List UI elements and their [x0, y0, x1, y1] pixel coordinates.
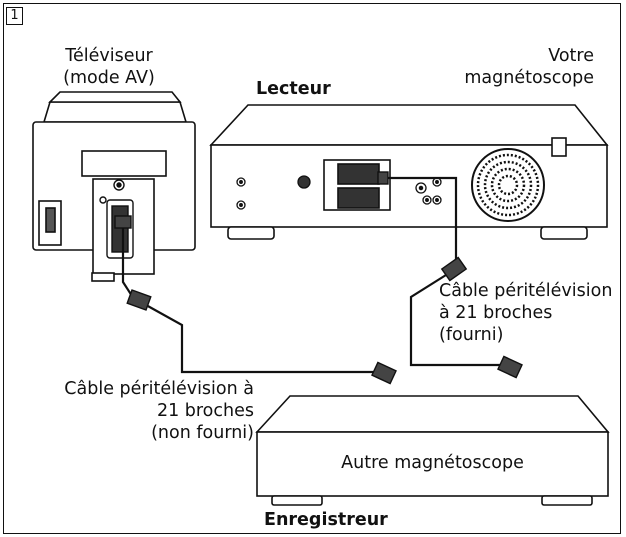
cable-left-line1: Câble péritélévision à: [64, 379, 254, 399]
vcr-label: Votre magnétoscope: [428, 45, 594, 89]
scart-plugs: [114, 171, 523, 385]
step-number-badge: 1: [6, 7, 23, 25]
player-vcr: [209, 104, 609, 240]
other-vcr-label: Autre magnétoscope: [341, 453, 524, 473]
cable-right-line3: (fourni): [439, 325, 504, 345]
cable-left-line3: (non fourni): [151, 423, 254, 443]
player-fan-grille: [471, 148, 545, 222]
cable-right-line1: Câble péritélévision: [439, 281, 613, 301]
vcr-label-line1: Votre: [548, 46, 594, 66]
cable-left-label: Câble péritélévision à 21 broches (non f…: [18, 378, 254, 444]
diagram-frame: [3, 3, 621, 534]
tv-label-line1: Téléviseur: [65, 46, 153, 66]
scart-cables: [121, 176, 500, 374]
player-jacks: [236, 175, 442, 210]
cable-right-line2: à 21 broches: [439, 303, 553, 323]
tv-label: Téléviseur (mode AV): [44, 45, 174, 89]
recorder-label: Enregistreur: [264, 510, 388, 530]
cable-left-line2: 21 broches: [156, 401, 254, 421]
player-label: Lecteur: [256, 79, 331, 99]
vcr-label-line2: magnétoscope: [464, 68, 594, 88]
tv-label-line2: (mode AV): [63, 68, 155, 88]
other-vcr-box: [255, 395, 610, 506]
cable-right-label: Câble péritélévision à 21 broches (fourn…: [439, 280, 612, 346]
